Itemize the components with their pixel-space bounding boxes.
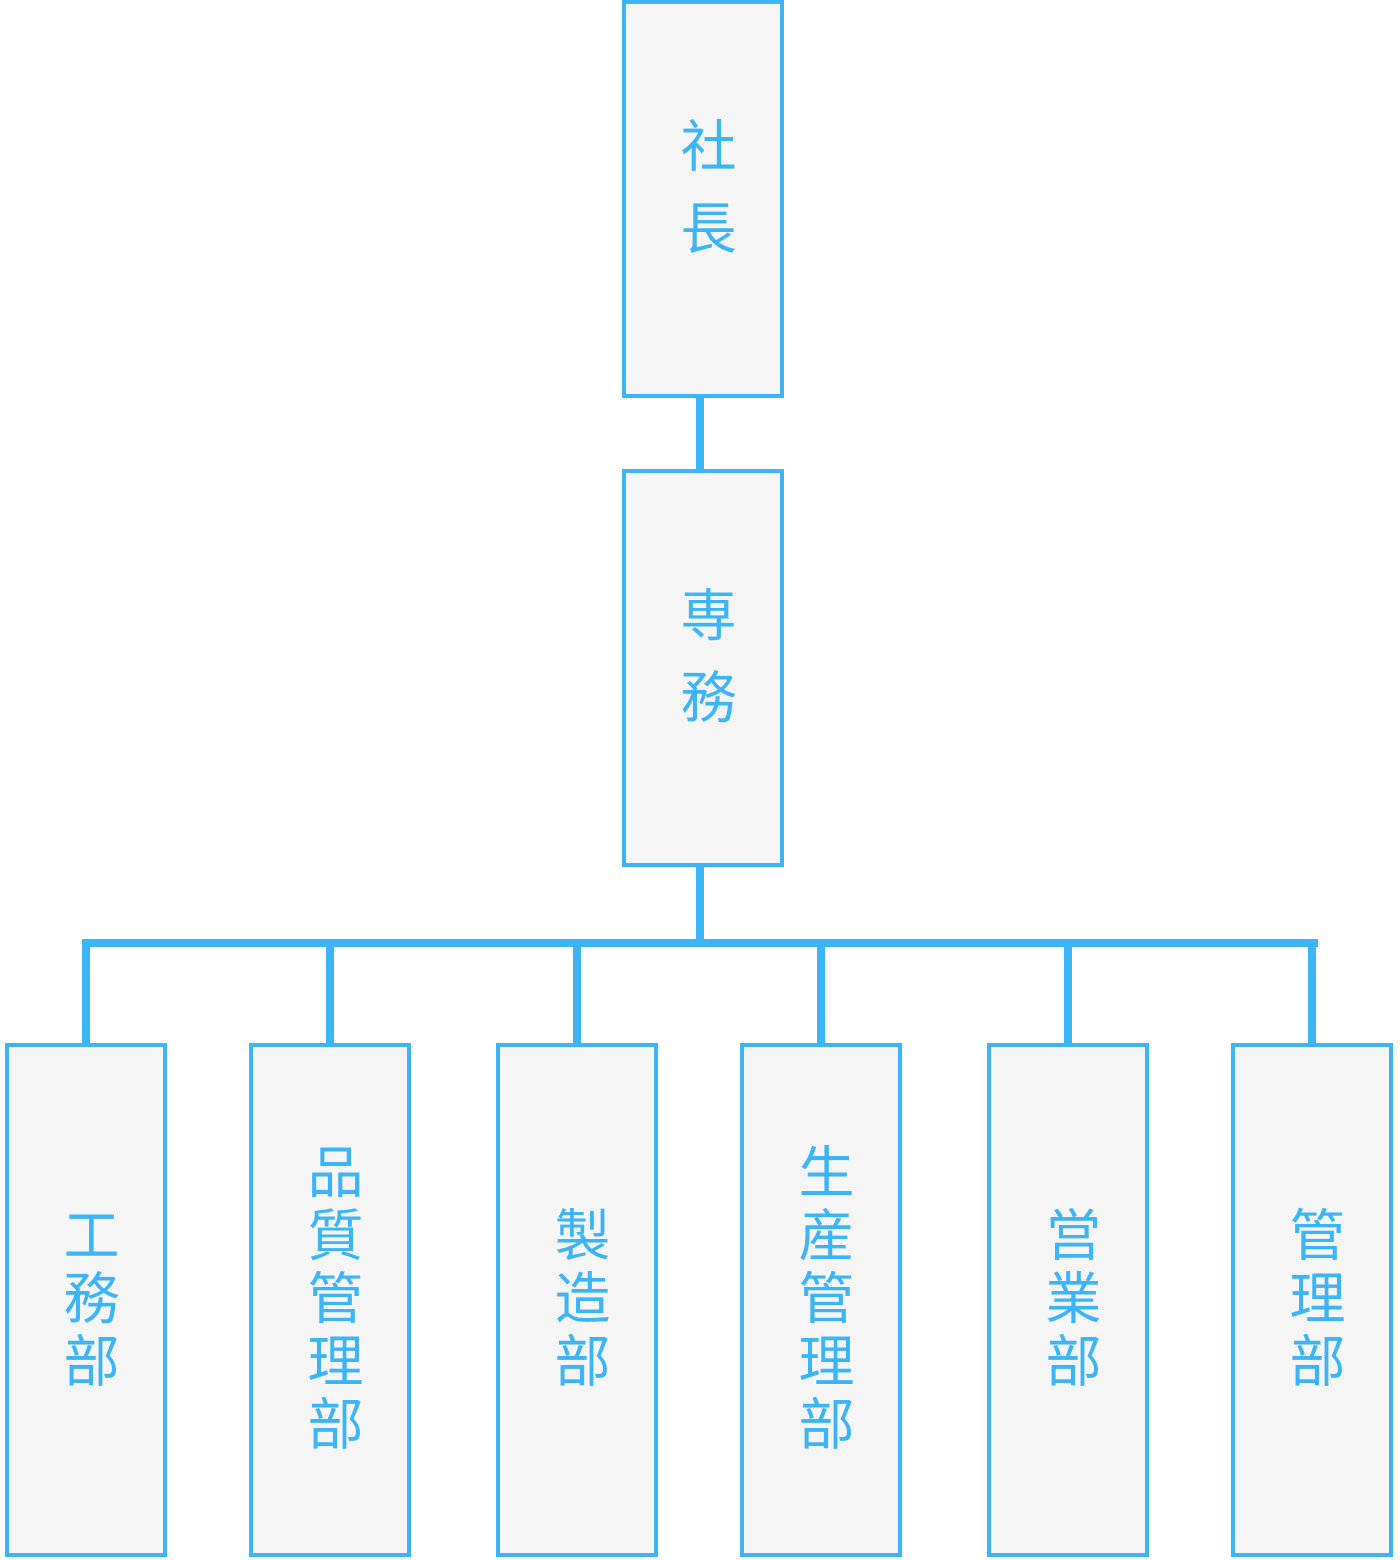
managing-director-box: 専務: [622, 469, 784, 867]
department-label: 品質管理部: [298, 1142, 363, 1458]
department-box-administration: 管理部: [1231, 1043, 1393, 1557]
president-label: 社長: [671, 117, 736, 281]
department-label: 製造部: [545, 1205, 610, 1395]
department-label: 工務部: [54, 1205, 119, 1395]
president-box: 社長: [622, 0, 784, 398]
managing-director-label: 専務: [671, 586, 736, 750]
department-label: 生産管理部: [789, 1142, 854, 1458]
department-box-manufacturing: 製造部: [496, 1043, 658, 1557]
department-box-sales: 営業部: [987, 1043, 1149, 1557]
department-box-quality-control: 品質管理部: [249, 1043, 411, 1557]
department-box-engineering: 工務部: [5, 1043, 167, 1557]
department-label: 営業部: [1036, 1205, 1101, 1395]
department-box-production-control: 生産管理部: [740, 1043, 902, 1557]
department-label: 管理部: [1280, 1205, 1345, 1395]
